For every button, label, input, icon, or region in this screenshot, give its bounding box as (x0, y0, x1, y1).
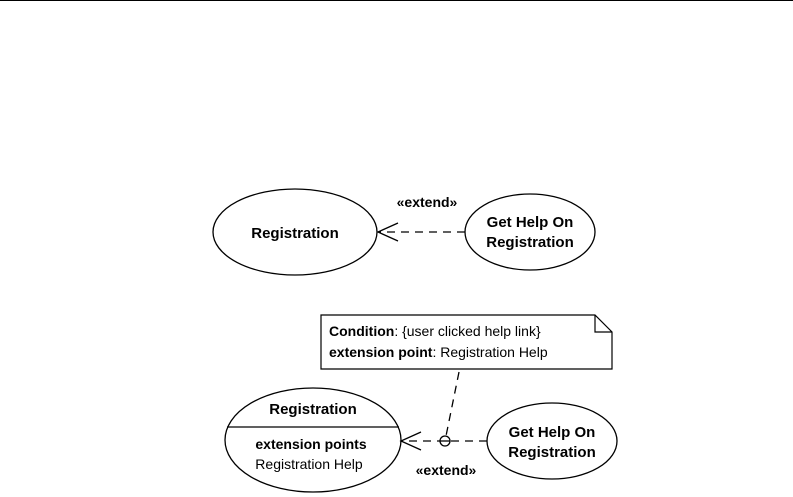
extension-points-heading: extension points (255, 436, 366, 452)
extension-point-item: Registration Help (255, 456, 363, 472)
note-folded-corner (594, 315, 612, 333)
note-extension-point-line: extension point: Registration Help (329, 344, 548, 360)
extend-arrowhead (376, 222, 399, 242)
note-extension-point-value: : Registration Help (432, 344, 547, 360)
extend-stereotype-label-2: «extend» (416, 462, 477, 478)
note-condition-line: Condition: {user clicked help link} (329, 323, 541, 339)
extend-stereotype-label: «extend» (397, 194, 458, 210)
extend-arrowhead-2 (399, 431, 422, 451)
note-extension-point-key: extension point (329, 344, 433, 360)
get-help-use-case-label-line1: Get Help On (487, 214, 574, 231)
registration-use-case-label: Registration (251, 225, 339, 242)
note-attachment-line (445, 371, 460, 437)
get-help-use-case-2-label-line2: Registration (508, 444, 596, 461)
get-help-use-case-2-label-line1: Get Help On (509, 424, 596, 441)
condition-note (320, 314, 613, 370)
top-border-line (0, 0, 793, 1)
note-condition-key: Condition (329, 323, 394, 339)
registration-extension-use-case-label: Registration (269, 401, 357, 418)
get-help-use-case (464, 193, 596, 271)
registration-extension-use-case (224, 387, 402, 493)
note-condition-value: : {user clicked help link} (394, 323, 541, 339)
get-help-use-case-label-line2: Registration (486, 234, 574, 251)
get-help-use-case-2 (486, 402, 618, 480)
